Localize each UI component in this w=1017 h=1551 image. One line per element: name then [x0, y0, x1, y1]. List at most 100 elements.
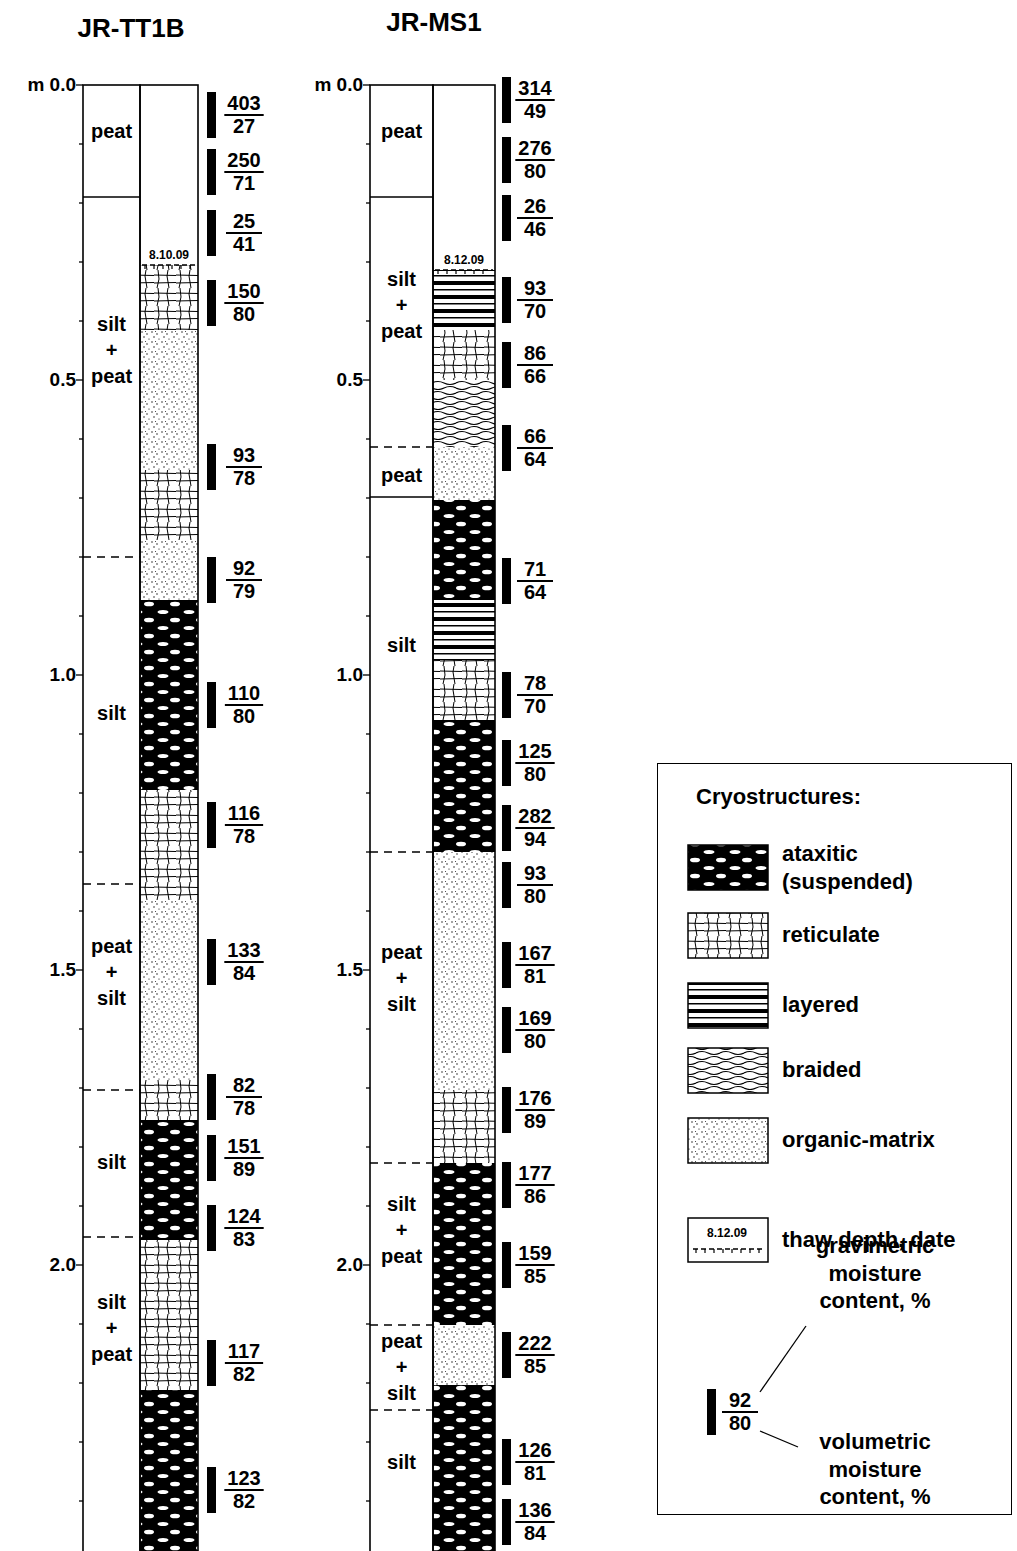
sample-bar: [502, 672, 511, 718]
thaw-tick: [473, 270, 474, 274]
sample-bar: [207, 280, 216, 326]
lithology-band: peat: [83, 85, 140, 197]
lithology-band: peat + silt: [83, 884, 140, 1090]
layer-boundary: [370, 1162, 433, 1164]
sample-bar: [502, 1499, 511, 1545]
depth-label: m 0.0: [314, 75, 363, 96]
moisture-value: 124: [227, 1206, 260, 1227]
layer-boundary: [83, 556, 140, 558]
depth-tick: [366, 1441, 370, 1442]
depth-tick: [76, 674, 83, 675]
moisture-value: 250: [227, 150, 260, 171]
moisture-value: 150: [227, 281, 260, 302]
lithology-column: [370, 85, 433, 1551]
cryostructure-swatch: [688, 913, 768, 958]
lithology-band: peat: [370, 85, 433, 197]
moisture-value: 49: [524, 101, 546, 122]
sample-bar: [207, 444, 216, 490]
sample-bar: [207, 1074, 216, 1120]
depth-tick: [79, 615, 83, 616]
legend-text: ataxitic (suspended): [782, 840, 942, 895]
cryostructure-zone: [140, 540, 198, 600]
depth-tick: [79, 1146, 83, 1147]
moisture-value: 222: [518, 1333, 551, 1354]
cryostructure-zone: [433, 1090, 495, 1163]
sample-bar: [207, 557, 216, 603]
sample-bar: [502, 1007, 511, 1053]
depth-tick: [363, 674, 370, 675]
depth-tick: [366, 202, 370, 203]
sample-bar: [207, 1467, 216, 1513]
moisture-value: 159: [518, 1243, 551, 1264]
core-title: JR-TT1B: [78, 14, 185, 43]
cryostructure-zone: [433, 1385, 495, 1551]
moisture-value: 41: [233, 234, 255, 255]
moisture-value: 177: [518, 1163, 551, 1184]
cryostructure-zone: [140, 790, 198, 900]
depth-tick: [366, 1146, 370, 1147]
cryostructure-swatch: [688, 1118, 768, 1163]
depth-tick: [363, 84, 370, 85]
depth-tick: [79, 261, 83, 262]
cryostructure-swatch: [688, 983, 768, 1028]
moisture-value: 27: [233, 116, 255, 137]
moisture-value: 71: [233, 173, 255, 194]
core-columns: [76, 77, 511, 1551]
sample-bar: [502, 1162, 511, 1208]
depth-label: 0.5: [50, 370, 76, 391]
lithology-band: silt: [370, 497, 433, 852]
lithology-band: silt + peat: [370, 197, 433, 447]
thaw-swatch: [688, 1218, 768, 1262]
depth-label: 2.0: [337, 1255, 363, 1276]
depth-tick: [366, 792, 370, 793]
layer-boundary: [83, 1089, 140, 1091]
depth-tick: [79, 1028, 83, 1029]
cryostructure-zone: [140, 1390, 198, 1551]
legend-text: gravimetric moisture content, %: [800, 1232, 950, 1315]
moisture-value: 78: [524, 673, 546, 694]
thaw-date: 8.12.09: [707, 1227, 747, 1240]
depth-tick: [366, 1028, 370, 1029]
thaw-tick: [446, 270, 447, 274]
depth-tick: [366, 143, 370, 144]
depth-tick: [366, 851, 370, 852]
depth-tick: [366, 910, 370, 911]
legend-text: layered: [782, 991, 859, 1019]
depth-tick: [79, 320, 83, 321]
depth-tick: [366, 1087, 370, 1088]
depth-tick: [76, 1264, 83, 1265]
cryostructure-zone: [140, 600, 198, 790]
depth-label: 1.0: [50, 665, 76, 686]
lithology-band: silt: [83, 557, 140, 884]
thaw-tick: [464, 270, 465, 274]
moisture-value: 136: [518, 1500, 551, 1521]
lithology-name: peat: [379, 118, 425, 144]
thaw-tick: [153, 265, 154, 269]
cryostructure-zone: [433, 660, 495, 720]
moisture-value: 80: [524, 1031, 546, 1052]
sample-bar: [207, 1135, 216, 1181]
sample-bar: [502, 425, 511, 471]
depth-tick: [366, 615, 370, 616]
lithology-band: peat: [370, 447, 433, 497]
depth-tick: [79, 202, 83, 203]
moisture-value: 80: [524, 161, 546, 182]
lithology-band: peat + silt: [370, 1325, 433, 1410]
thaw-tick: [731, 1249, 732, 1253]
moisture-value: 26: [524, 196, 546, 217]
thaw-tick: [482, 270, 483, 274]
lithology-name: silt + peat: [89, 1289, 135, 1367]
cryostructure-zone: [140, 900, 198, 1080]
sample-bar: [207, 210, 216, 256]
legend-text: volumetric moisture content, %: [800, 1428, 950, 1511]
moisture-value: 81: [524, 1463, 546, 1484]
legend-text: braided: [782, 1056, 861, 1084]
sample-bar: [502, 342, 511, 388]
moisture-value: 403: [227, 93, 260, 114]
depth-tick: [79, 1500, 83, 1501]
thaw-line: [142, 264, 196, 266]
thaw-tick: [171, 265, 172, 269]
moisture-value: 70: [524, 301, 546, 322]
layer-boundary: [83, 883, 140, 885]
